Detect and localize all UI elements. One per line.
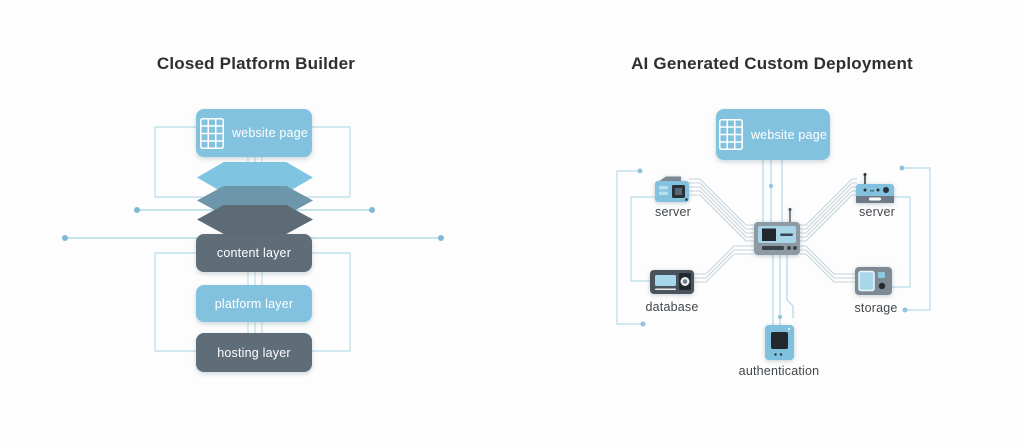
website-page-label: website page (231, 126, 309, 140)
server-folder-icon (655, 175, 691, 208)
grid-icon (718, 119, 743, 150)
website-page-box-right: website page (716, 109, 830, 160)
authentication-icon (765, 325, 794, 365)
content-layer-box: content layer (196, 234, 312, 272)
content-layer-label: content layer (216, 246, 292, 260)
platform-layer-box: platform layer (196, 285, 312, 322)
database-icon (650, 270, 694, 299)
website-page-label: website page (750, 127, 828, 142)
hosting-layer-box: hosting layer (196, 333, 312, 372)
grid-icon (199, 117, 224, 149)
layer-hexagon-bottom (197, 205, 313, 234)
server-router-icon (856, 172, 894, 208)
left-title: Closed Platform Builder (156, 54, 356, 73)
authentication-label: authentication (738, 364, 820, 378)
storage-label: storage (854, 301, 898, 315)
right-title: AI Generated Custom Deployment (631, 54, 913, 73)
database-label: database (645, 300, 699, 314)
server-right-label: server (859, 205, 895, 219)
server-left-label: server (655, 205, 691, 219)
platform-layer-label: platform layer (214, 296, 294, 311)
storage-icon (855, 267, 892, 300)
website-page-box-left: website page (196, 109, 312, 157)
hosting-layer-label: hosting layer (217, 345, 291, 360)
chip-icon (754, 207, 800, 260)
